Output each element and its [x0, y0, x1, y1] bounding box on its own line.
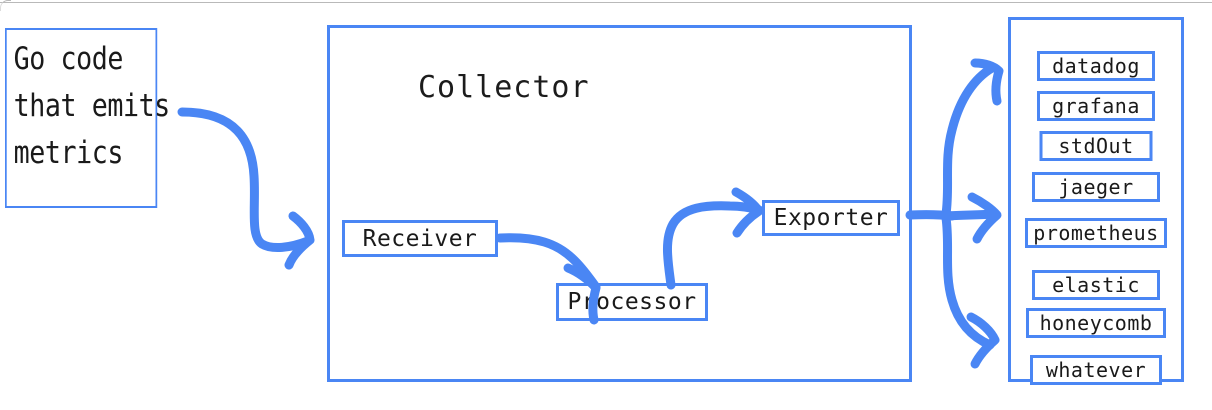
destination-grafana: grafana	[1037, 91, 1155, 121]
window-top-edge	[0, 2, 1212, 3]
source-line-2: that emits	[13, 88, 171, 124]
go-code-source-box: Go code that emits metrics	[5, 28, 171, 208]
destination-elastic: elastic	[1032, 270, 1160, 300]
processor-node: Processor	[556, 283, 708, 321]
connector-exporter-fanout	[905, 58, 1004, 369]
destination-jaeger: jaeger	[1032, 172, 1160, 202]
destination-honeycomb: honeycomb	[1026, 308, 1166, 338]
source-line-3: metrics	[13, 135, 124, 171]
exporter-node: Exporter	[762, 200, 900, 236]
connector-source-to-receiver	[177, 107, 315, 270]
destination-whatever: whatever	[1030, 355, 1162, 385]
destination-prometheus: prometheus	[1025, 218, 1167, 248]
source-line-1: Go code	[13, 41, 124, 77]
receiver-node: Receiver	[342, 220, 498, 257]
destination-datadog: datadog	[1037, 51, 1155, 81]
destination-stdout: stdOut	[1039, 131, 1153, 161]
collector-title: Collector	[418, 70, 590, 105]
destinations-container: datadog grafana stdOut jaeger prometheus…	[1008, 17, 1184, 385]
window-corner	[0, 0, 11, 11]
